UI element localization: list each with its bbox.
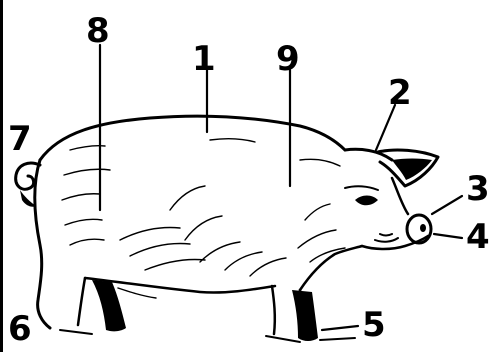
pig-body (35, 116, 428, 328)
label-1: 1 (192, 39, 216, 79)
leader-3 (432, 196, 462, 214)
pig-shading (62, 139, 345, 298)
label-9: 9 (276, 39, 300, 79)
label-3: 3 (466, 169, 490, 209)
label-4: 4 (466, 217, 490, 257)
nostril (420, 224, 426, 232)
snout (407, 215, 431, 243)
label-8: 8 (86, 11, 110, 51)
pig-head (345, 149, 438, 243)
pig-legs (60, 278, 355, 342)
label-6: 6 (8, 309, 32, 349)
left-border (0, 0, 3, 352)
label-7: 7 (8, 119, 32, 159)
label-5: 5 (362, 305, 386, 345)
label-2: 2 (388, 73, 412, 113)
eye (355, 196, 378, 206)
leader-4 (434, 234, 462, 238)
leader-5 (322, 326, 358, 330)
